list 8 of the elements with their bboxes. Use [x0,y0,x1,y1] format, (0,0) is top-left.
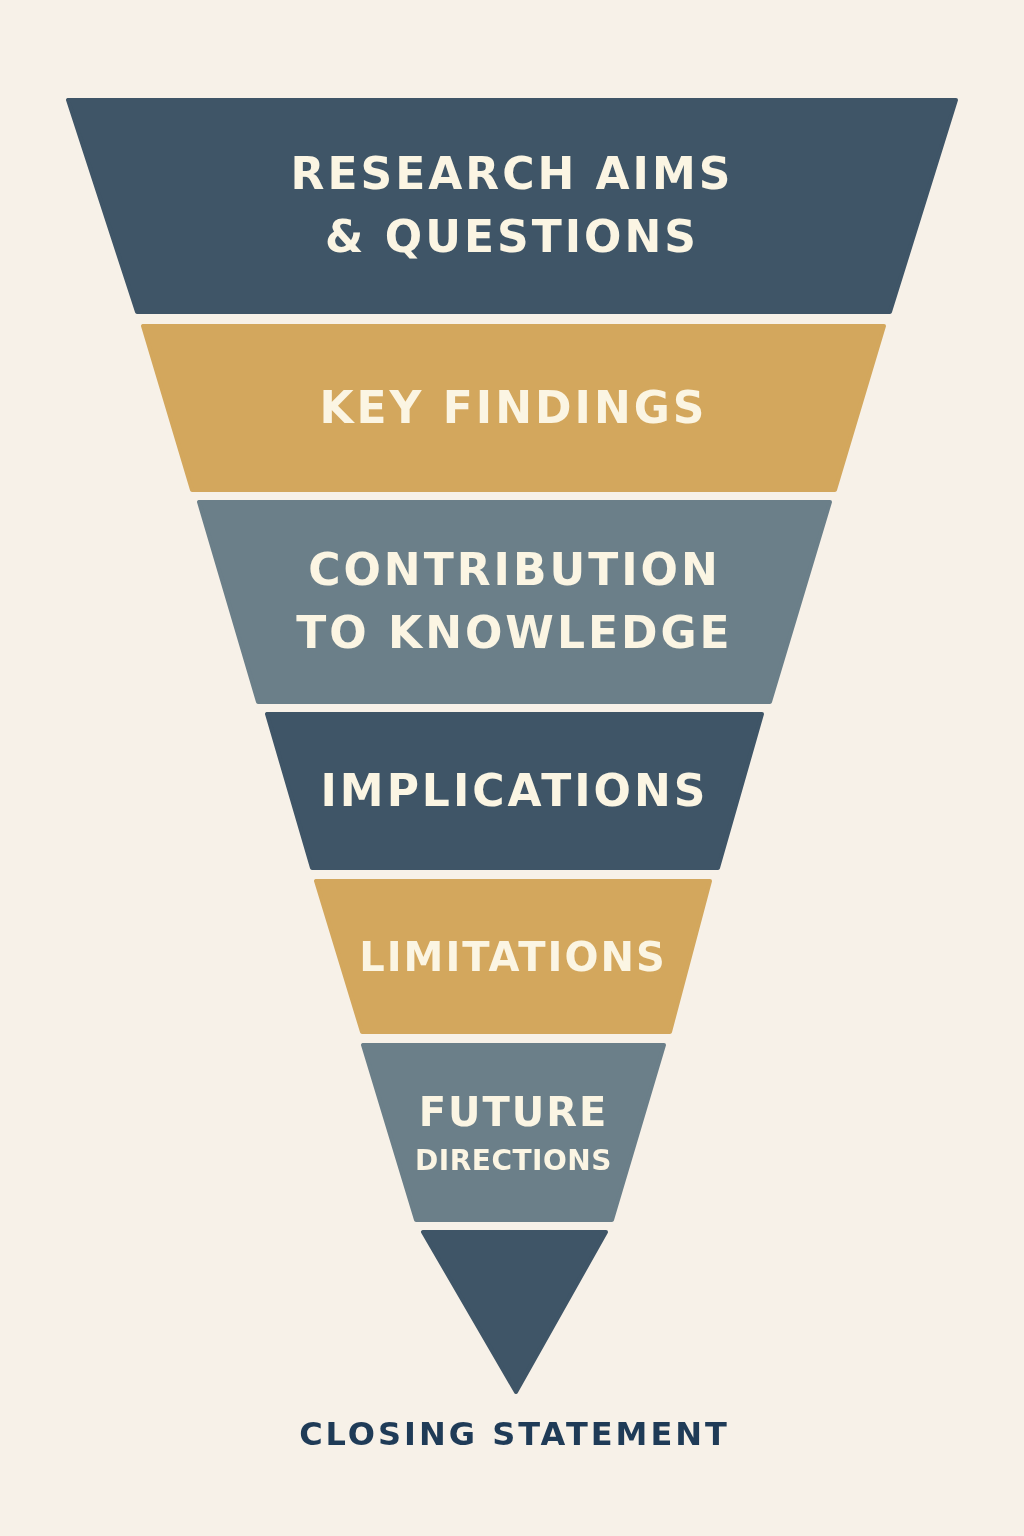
band-label: IMPLICATIONS [320,764,709,819]
closing-label: CLOSING STATEMENT [299,1414,730,1455]
band-label: CONTRIBUTION TO KNOWLEDGE [295,543,734,660]
band-label: DIRECTIONS [415,1143,612,1180]
band-label: KEY FINDINGS [319,381,708,436]
band-label: LIMITATIONS [359,932,667,982]
band-label: FUTURE [418,1088,609,1138]
band-label: RESEARCH AIMS & QUESTIONS [289,147,735,264]
